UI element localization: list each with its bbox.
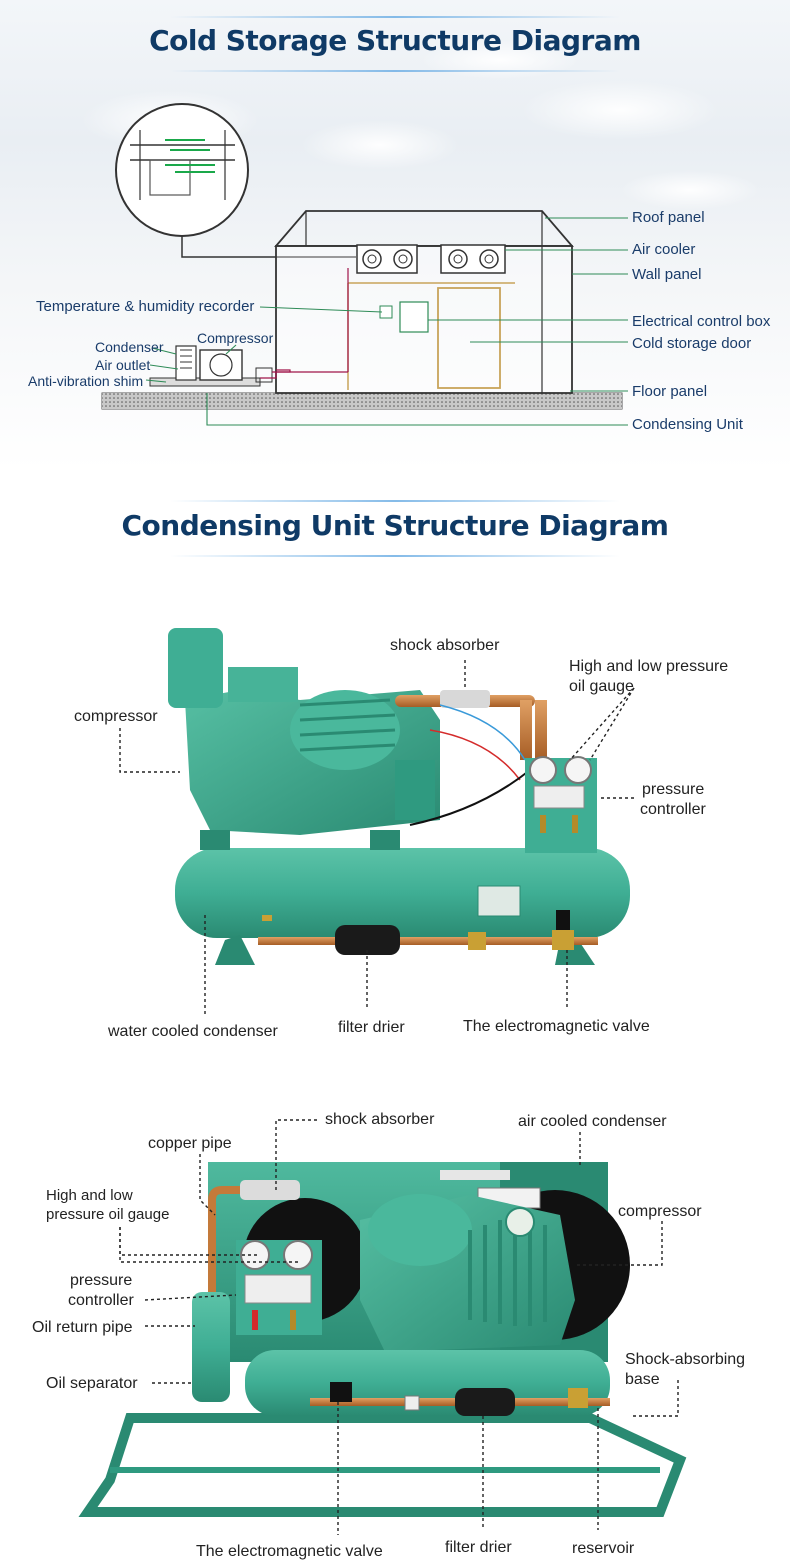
water-cooled-condenser-tank: [175, 848, 630, 965]
outdoor-condensing-unit: [149, 268, 349, 387]
s3-label-electromagnetic-valve: The electromagnetic valve: [196, 1543, 383, 1560]
s2-label-pressure-gauge-1: High and low pressure: [569, 658, 729, 675]
air-unit-pressure-panel: [236, 1240, 322, 1335]
air-unit-copper-pipe: [208, 1180, 300, 1292]
s3-label-copper-pipe: copper pipe: [148, 1135, 232, 1152]
zoom-detail-circle: [115, 103, 356, 258]
s2-label-compressor: compressor: [74, 708, 158, 725]
s3-label-shock-base-1: Shock-absorbing: [625, 1351, 746, 1368]
title-rule-bottom-2: [170, 555, 620, 557]
s2-label-pressure-gauge-2: oil gauge: [569, 678, 634, 695]
title-rule-top: [170, 16, 620, 18]
water-unit-pipe-line: [258, 910, 598, 955]
air-unit-pipe-line: [310, 1382, 610, 1416]
water-unit-pressure-panel: [525, 756, 597, 853]
cold-storage-diagram: [101, 103, 628, 426]
label-floor-panel: Floor panel: [632, 383, 708, 400]
label-roof-panel: Roof panel: [632, 209, 705, 226]
air-unit-condenser-box: [208, 1162, 630, 1362]
warehouse-background: [0, 0, 790, 470]
air-unit-compressor: [360, 1194, 575, 1352]
label-condensing-unit: Condensing Unit: [632, 416, 743, 433]
section2-leader-lines: [119, 660, 635, 1016]
label-condenser: Condenser: [95, 339, 164, 355]
air-unit-base-frame: [78, 1413, 687, 1517]
water-unit-compressor: [168, 628, 440, 850]
s2-label-pressure-controller-2: controller: [640, 801, 706, 818]
label-air-outlet: Air outlet: [95, 357, 151, 373]
section2-title: Condensing Unit Structure Diagram: [121, 509, 670, 542]
water-unit-shock-absorber: [395, 690, 547, 760]
s2-label-water-cooled-condenser: water cooled condenser: [108, 1023, 278, 1040]
air-coolers: [356, 244, 506, 274]
air-unit-oil-separator: [192, 1292, 230, 1402]
label-anti-vibration-shim: Anti-vibration shim: [28, 373, 144, 389]
label-electrical-control-box: Electrical control box: [632, 313, 771, 330]
s2-label-pressure-controller-1: pressure: [642, 781, 705, 798]
s3-label-filter-drier: filter drier: [445, 1539, 512, 1556]
label-wall-panel: Wall panel: [632, 266, 702, 283]
s3-label-pressure-controller-2: controller: [68, 1292, 134, 1309]
label-cold-storage-door: Cold storage door: [632, 335, 752, 352]
s2-label-shock-absorber: shock absorber: [390, 637, 500, 654]
s3-label-air-cooled-condenser: air cooled condenser: [518, 1113, 667, 1130]
s3-label-oil-separator: Oil separator: [46, 1375, 138, 1392]
s3-label-pressure-controller-1: pressure: [70, 1272, 133, 1289]
title-rule-bottom: [170, 70, 620, 72]
s3-label-compressor: compressor: [618, 1203, 702, 1220]
section3-leader-lines: [119, 1119, 679, 1535]
s2-label-filter-drier: filter drier: [338, 1019, 405, 1036]
air-unit-reservoir: [245, 1350, 610, 1416]
s3-label-oil-return-pipe: Oil return pipe: [32, 1319, 133, 1336]
title-rule-top-2: [170, 500, 620, 502]
s2-label-electromagnetic-valve: The electromagnetic valve: [463, 1018, 650, 1035]
cold-room-outline: [274, 210, 574, 394]
s3-label-shock-base-2: base: [625, 1371, 660, 1388]
s3-label-shock-absorber: shock absorber: [325, 1111, 435, 1128]
s3-label-pressure-gauge-1: High and low: [46, 1187, 133, 1204]
leader-lines: [145, 217, 628, 426]
label-temp-humidity-recorder: Temperature & humidity recorder: [36, 298, 255, 315]
s3-label-pressure-gauge-2: pressure oil gauge: [46, 1206, 170, 1223]
label-compressor: Compressor: [197, 330, 274, 346]
s3-label-reservoir: reservoir: [572, 1540, 635, 1557]
label-air-cooler: Air cooler: [632, 241, 696, 258]
section1-title: Cold Storage Structure Diagram: [149, 24, 641, 57]
